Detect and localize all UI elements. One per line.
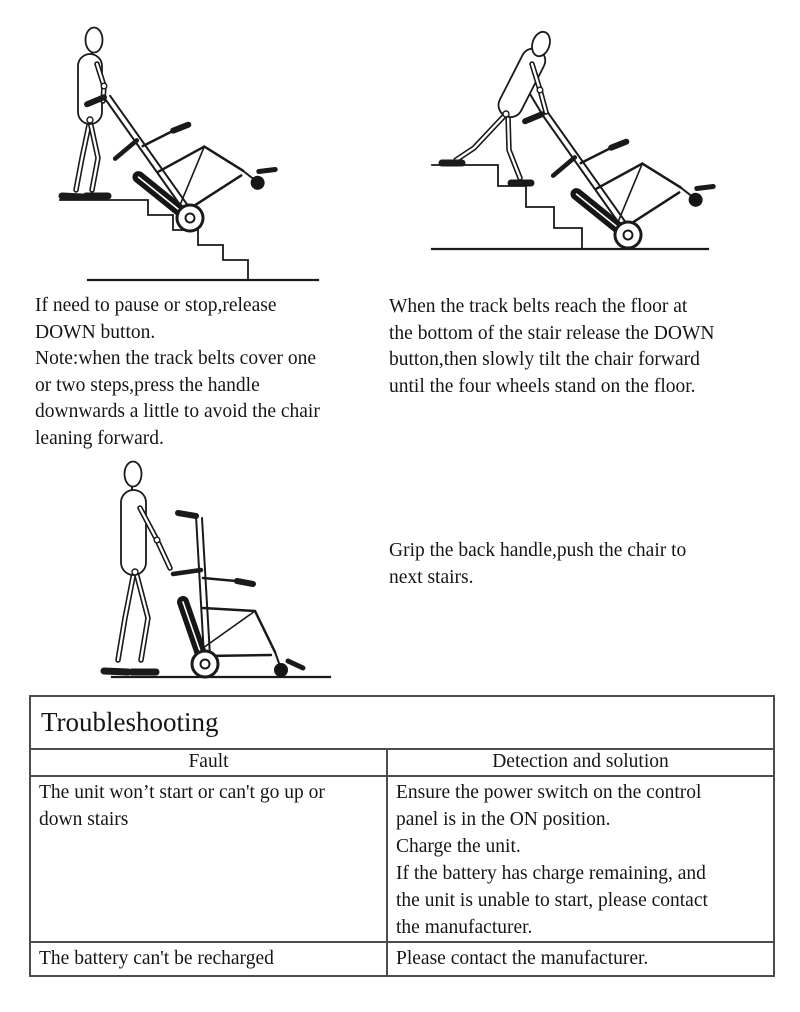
head — [84, 26, 104, 54]
cell-line: The unit won’t start or can't go up or — [39, 782, 325, 803]
solution-cell: Please contact the manufacturer. — [396, 948, 649, 969]
caption-line: until the four wheels stand on the floor… — [389, 375, 696, 397]
cell-line: the unit is unable to start, please cont… — [396, 890, 708, 911]
hip-joint — [86, 116, 94, 124]
caption-line: When the track belts reach the floor at — [389, 296, 688, 317]
caption-grip-handle: Grip the back handle,push the chair to n… — [389, 538, 686, 591]
cell-line: the manufacturer. — [396, 917, 533, 938]
elbow-joint — [153, 536, 161, 544]
table-title: Troubleshooting — [31, 697, 773, 750]
caption-line: Note:when the track belts cover one — [35, 348, 317, 369]
elbow-joint — [536, 86, 544, 94]
chair-upright — [173, 513, 303, 677]
caption-line: or two steps,press the handle — [35, 374, 260, 396]
solution-cell: Ensure the power switch on the control p… — [388, 777, 773, 941]
caption-line: leaning forward. — [35, 427, 164, 449]
table-row: The unit won’t start or can't go up or d… — [31, 777, 773, 943]
cell-line: panel is in the ON position. — [396, 809, 611, 830]
cell-line: If the battery has charge remaining, and — [396, 863, 706, 884]
table-row: The battery can't be recharged Please co… — [31, 943, 773, 975]
chair-on-stairs — [521, 55, 718, 260]
torso — [120, 489, 147, 576]
caption-line: If need to pause or stop,release — [35, 295, 277, 316]
caption-line: Grip the back handle,push the chair to — [389, 540, 687, 561]
operator-figure — [58, 26, 112, 201]
illustration-reach-floor — [430, 30, 780, 260]
caption-line: downwards a little to avoid the chair — [35, 401, 320, 422]
chair-on-stairs — [83, 38, 280, 246]
back-shoe — [100, 667, 132, 676]
back-shoe — [58, 192, 86, 201]
fault-cell: The battery can't be recharged — [31, 943, 388, 975]
caption-line: the bottom of the stair release the DOWN — [389, 322, 715, 344]
cell-line: Charge the unit. — [396, 836, 521, 857]
troubleshooting-table: Troubleshooting Fault Detection and solu… — [29, 695, 775, 977]
operator-figure — [100, 460, 173, 676]
cell-line: down stairs — [39, 809, 129, 830]
caption-line: next stairs. — [389, 566, 474, 588]
stairs — [59, 199, 249, 281]
caption-reach-floor: When the track belts reach the floor at … — [389, 294, 714, 400]
caption-line: button,then slowly tilt the chair forwar… — [389, 349, 700, 370]
fault-cell: The unit won’t start or can't go up or d… — [31, 777, 388, 941]
passenger-figure — [438, 30, 551, 187]
hip-joint — [502, 110, 510, 118]
stairs — [431, 164, 583, 249]
cell-line: Ensure the power switch on the control — [396, 782, 702, 803]
column-header-detection: Detection and solution — [492, 751, 669, 772]
elbow-joint — [100, 82, 108, 90]
caption-line: DOWN button. — [35, 321, 156, 343]
hip-joint — [131, 568, 139, 576]
head — [123, 460, 143, 488]
illustration-push-chair — [100, 460, 332, 687]
illustration-pause-on-stairs — [58, 26, 320, 282]
column-header-fault: Fault — [31, 750, 388, 775]
front-leg — [133, 569, 151, 663]
caption-pause: If need to pause or stop,release DOWN bu… — [35, 293, 320, 452]
table-header-row: Fault Detection and solution — [31, 750, 773, 777]
head — [531, 30, 551, 58]
